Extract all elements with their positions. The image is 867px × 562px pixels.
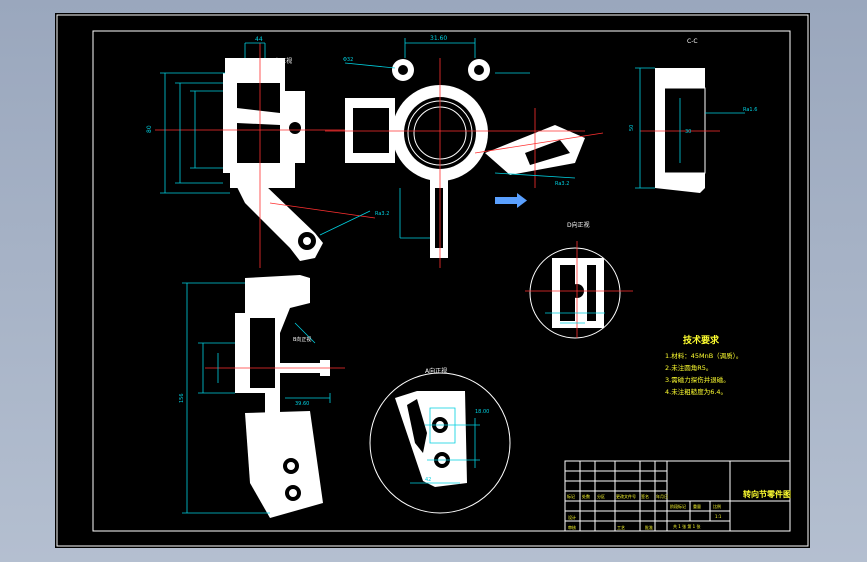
tech-req-item: 1.材料：45MnB（调质）。	[665, 351, 742, 360]
cad-drawing[interactable]: 44 80 Ra3.2 A向正视 31.60 Φ32 Ra3.2	[55, 13, 810, 548]
technical-requirements: 技术要求 1.材料：45MnB（调质）。 2.未注圆角R5。 3.需磁力探伤并退…	[665, 334, 742, 396]
svg-text:阶段标记: 阶段标记	[670, 503, 686, 509]
scale-value: 1:1	[715, 514, 722, 519]
svg-text:年月日: 年月日	[656, 493, 668, 499]
view-a-detail: A向正视 18.00 42	[369, 367, 511, 514]
view-label-d: D向正视	[567, 221, 590, 229]
view-section-cc: C-C 50 30 Ra1.6	[629, 38, 757, 193]
svg-text:30: 30	[685, 129, 691, 135]
svg-text:设计: 设计	[568, 514, 576, 520]
view-label-a-bottom: A向正视	[425, 367, 447, 375]
view-side-bottom-left: 156 39.60 B向正视	[179, 275, 345, 518]
svg-text:标记: 标记	[567, 493, 575, 499]
tech-req-item: 4.未注粗糙度为6.4。	[665, 387, 727, 396]
drawing-name: 转向节零件图	[743, 489, 791, 499]
tech-req-item: 2.未注圆角R5。	[665, 363, 712, 372]
inner-frame	[92, 30, 791, 532]
svg-text:50: 50	[629, 125, 635, 131]
svg-text:批准: 批准	[645, 524, 653, 530]
drawing-sheet[interactable]: 44 80 Ra3.2 A向正视 31.60 Φ32 Ra3.2	[55, 13, 810, 548]
svg-text:156: 156	[179, 393, 185, 403]
svg-text:重量: 重量	[693, 503, 701, 509]
outer-border	[56, 14, 809, 547]
svg-text:Ra1.6: Ra1.6	[743, 107, 757, 113]
dim-label: 44	[255, 36, 263, 43]
svg-text:Ra3.2: Ra3.2	[375, 211, 389, 217]
view-front-main: 31.60 Φ32 Ra3.2	[325, 35, 604, 268]
svg-text:39.60: 39.60	[295, 401, 309, 407]
svg-text:分区: 分区	[597, 493, 605, 499]
tech-req-title: 技术要求	[683, 334, 720, 346]
tech-req-item: 3.需磁力探伤并退磁。	[665, 375, 730, 384]
title-block: 转向节零件图 标记 处数 分区 更改文件号 签名 年月日 设计 审核 工艺 阶段…	[564, 460, 791, 532]
sheet-info: 共 1 张 第 1 张	[673, 523, 700, 529]
view-label-b: B向正视	[293, 336, 311, 343]
svg-text:审核: 审核	[568, 524, 576, 530]
svg-text:18.00: 18.00	[475, 409, 489, 415]
svg-text:Ra3.2: Ra3.2	[555, 181, 569, 187]
section-label-cc: C-C	[687, 38, 698, 45]
svg-text:42: 42	[425, 477, 431, 483]
view-d-detail: D向正视	[525, 221, 633, 339]
svg-text:签名: 签名	[641, 493, 649, 499]
svg-text:更改文件号: 更改文件号	[616, 493, 636, 499]
view-label-a-top: A向正视	[270, 57, 292, 65]
svg-text:Φ32: Φ32	[343, 57, 353, 63]
svg-text:处数: 处数	[582, 493, 590, 499]
svg-text:比例: 比例	[713, 503, 721, 509]
view-side-top-left: 44 80 Ra3.2 A向正视	[146, 36, 390, 268]
svg-text:工艺: 工艺	[617, 525, 625, 530]
dim-top-width: 31.60	[430, 35, 447, 42]
svg-text:80: 80	[146, 125, 153, 133]
